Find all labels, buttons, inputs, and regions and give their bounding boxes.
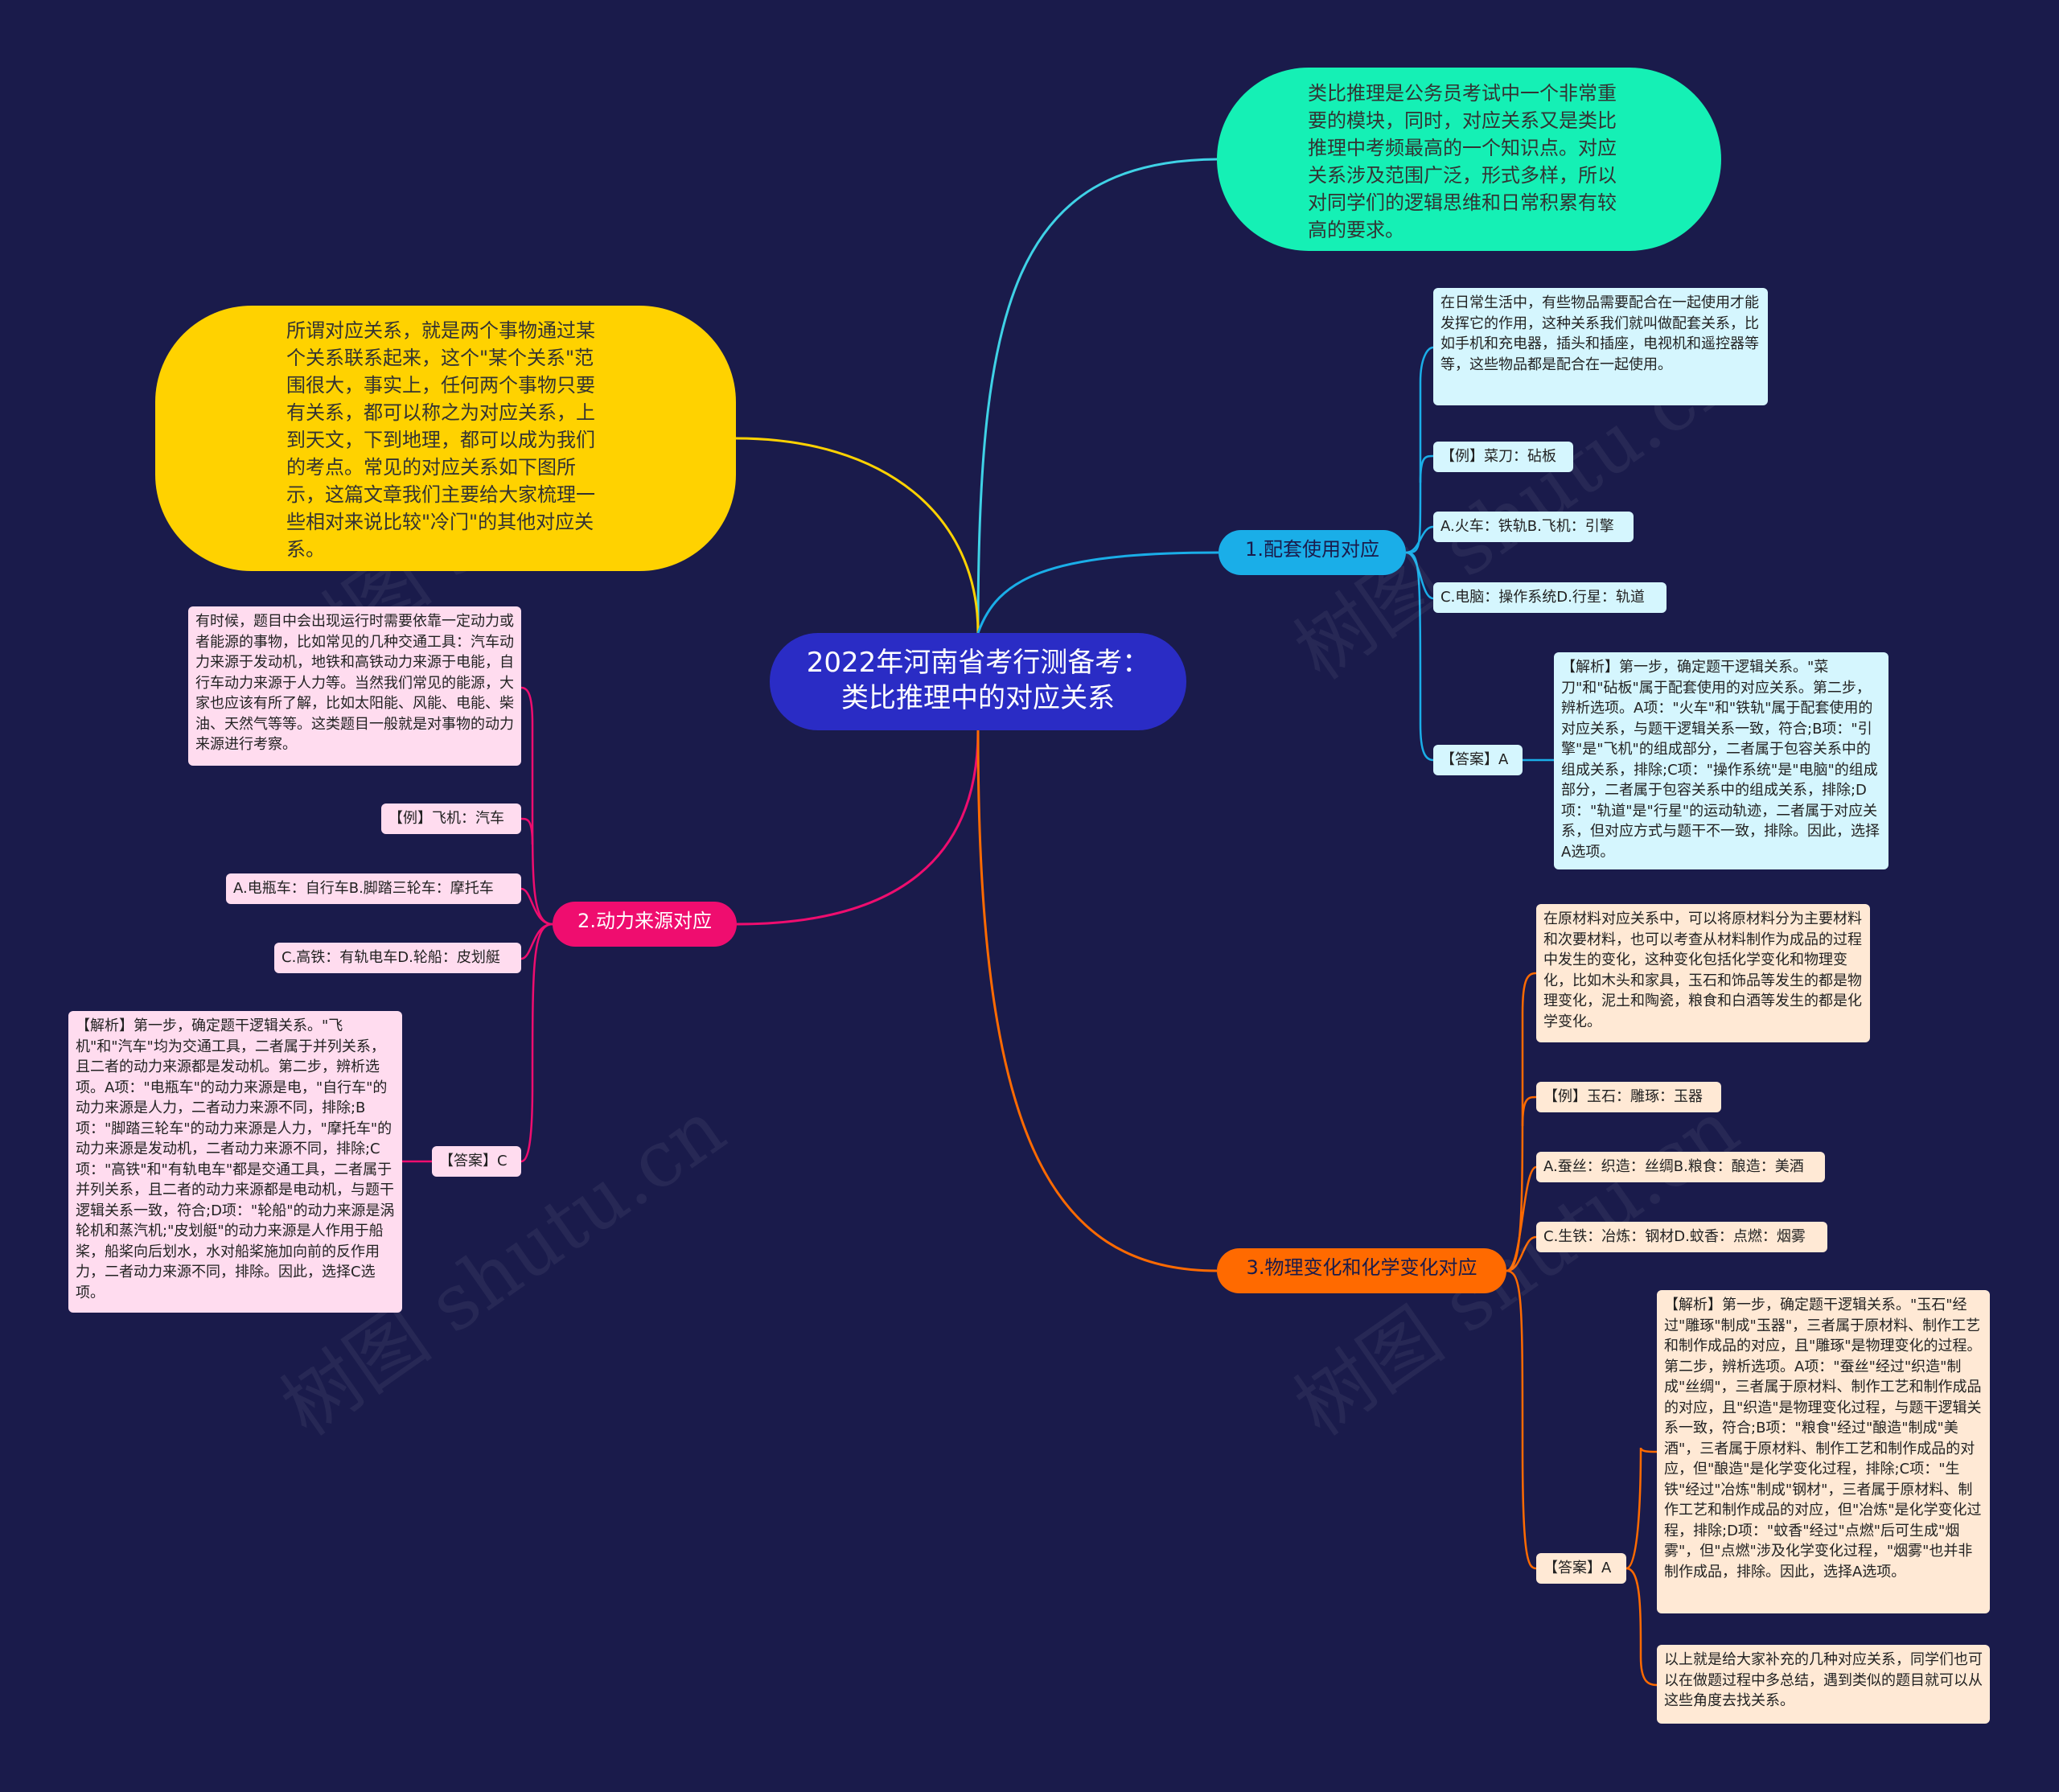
branch-1-options-ab[interactable]: A.火车：铁轨B.飞机：引擎 xyxy=(1433,512,1634,542)
connector-b1-example xyxy=(1419,454,1434,483)
connector-b3-optcd xyxy=(1506,1235,1537,1272)
branch-3-conclusion[interactable]: 以上就是给大家补充的几种对应关系，同学们也可以在做题过程中多总结，遇到类似的题目… xyxy=(1657,1645,1990,1724)
branch-1-example[interactable]: 【例】菜刀：砧板 xyxy=(1433,442,1573,472)
intro-bubble-top[interactable]: 类比推理是公务员考试中一个非常重要的模块，同时，对应关系又是类比推理中考频最高的… xyxy=(1217,68,1721,251)
branch-1-description[interactable]: 在日常生活中，有些物品需要配合在一起使用才能发挥它的作用，这种关系我们就叫做配套… xyxy=(1433,288,1768,405)
branch-3-analysis[interactable]: 【解析】第一步，确定题干逻辑关系。"玉石"经过"雕琢"制成"玉器"，三者属于原材… xyxy=(1657,1290,1990,1613)
connector-intro-left xyxy=(735,437,980,634)
branch-2-analysis[interactable]: 【解析】第一步，确定题干逻辑关系。"飞机"和"汽车"均为交通工具，二者属于并列关… xyxy=(68,1011,402,1313)
connector-branch2 xyxy=(736,730,980,926)
connector-b1-answer xyxy=(1405,551,1434,762)
connector-b1-optab xyxy=(1405,525,1434,554)
branch-3-example[interactable]: 【例】玉石：雕琢：玉器 xyxy=(1536,1082,1721,1112)
connector-b2-example xyxy=(520,817,534,845)
connector-b3-conclusion xyxy=(1625,1567,1658,1687)
connector-b2-optab xyxy=(520,887,553,926)
intro-top-text: 类比推理是公务员考试中一个非常重要的模块，同时，对应关系又是类比推理中考频最高的… xyxy=(1308,82,1617,241)
connector-branch1 xyxy=(976,551,1219,634)
connector-b3-answer xyxy=(1506,1269,1537,1570)
branch-2-example[interactable]: 【例】飞机：汽车 xyxy=(381,804,521,834)
branch-2-options-cd[interactable]: C.高铁：有轨电车D.轮船：皮划艇 xyxy=(274,943,521,973)
central-topic[interactable]: 2022年河南省考行测备考：类比推理中的对应关系 xyxy=(770,633,1186,730)
branch-3-description[interactable]: 在原材料对应关系中，可以将原材料分为主要材料和次要材料，也可以考查从材料制作为成… xyxy=(1536,904,1870,1042)
branch-1-options-cd[interactable]: C.电脑：操作系统D.行星：轨道 xyxy=(1433,582,1667,613)
branch-2-topic[interactable]: 2.动力来源对应 xyxy=(553,902,737,947)
connector-b1-trunk xyxy=(1405,346,1434,554)
connector-b2-trunk xyxy=(520,686,553,926)
connector-b3-example xyxy=(1521,1095,1537,1127)
connector-b3-analysis xyxy=(1625,1447,1658,1570)
branch-3-topic[interactable]: 3.物理变化和化学变化对应 xyxy=(1217,1248,1506,1293)
connector-b2-answer xyxy=(520,923,553,1163)
connector-b3-optab xyxy=(1506,1165,1537,1272)
connector-branch3 xyxy=(976,730,1218,1272)
connector-intro-top xyxy=(976,158,1218,634)
branch-1-answer[interactable]: 【答案】A xyxy=(1433,745,1523,775)
branch-1-topic[interactable]: 1.配套使用对应 xyxy=(1219,530,1406,575)
intro-left-text: 所谓对应关系，就是两个事物通过某个关系联系起来，这个"某个关系"范围很大，事实上… xyxy=(286,319,595,561)
branch-2-answer[interactable]: 【答案】C xyxy=(432,1146,521,1177)
branch-3-options-cd[interactable]: C.生铁：冶炼：钢材D.蚊香：点燃：烟雾 xyxy=(1536,1222,1827,1252)
branch-2-options-ab[interactable]: A.电瓶车：自行车B.脚踏三轮车：摩托车 xyxy=(226,873,521,904)
intro-bubble-left[interactable]: 所谓对应关系，就是两个事物通过某个关系联系起来，这个"某个关系"范围很大，事实上… xyxy=(155,306,736,571)
branch-2-description[interactable]: 有时候，题目中会出现运行时需要依靠一定动力或者能源的事物，比如常见的几种交通工具… xyxy=(188,606,521,766)
branch-3-answer[interactable]: 【答案】A xyxy=(1536,1553,1626,1584)
branch-1-analysis[interactable]: 【解析】第一步，确定题干逻辑关系。"菜刀"和"砧板"属于配套使用的对应关系。第二… xyxy=(1554,652,1888,869)
branch-3-options-ab[interactable]: A.蚕丝：织造：丝绸B.粮食：酿造：美酒 xyxy=(1536,1152,1825,1182)
